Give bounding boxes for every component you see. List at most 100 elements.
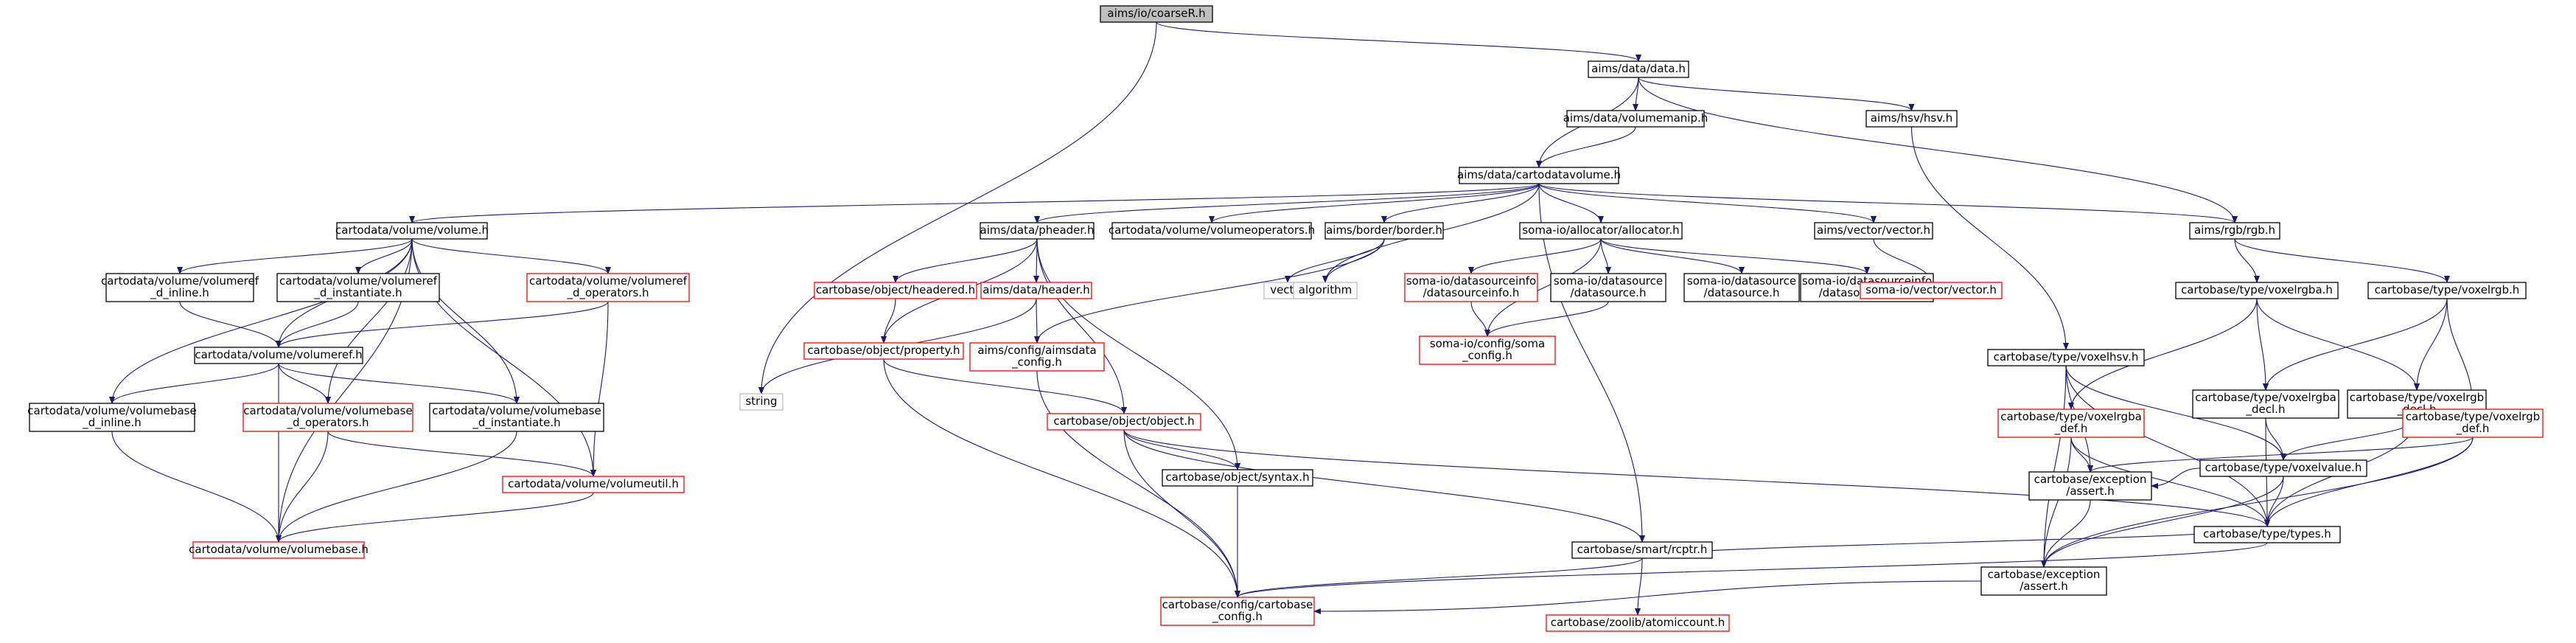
node-box	[814, 282, 977, 299]
node-aims-io-coarser-h[interactable]: aims/io/coarseR.h	[1100, 5, 1213, 23]
edge-arrow	[1600, 238, 1745, 274]
node-cartodata-volume-volumebase-d-instantiate-h[interactable]: cartodata/volume/volumebase_d_instantiat…	[429, 403, 604, 432]
node-cartobase-type-voxelvalue-h[interactable]: cartobase/type/voxelvalue.h	[2199, 459, 2367, 477]
node-cartodata-volume-volumebase-d-operators-h[interactable]: cartodata/volume/volumebase_d_operators.…	[242, 403, 413, 432]
node-aims-config-aimsdata-config-h[interactable]: aims/config/aimsdata_config.h	[969, 342, 1105, 372]
node-aims-data-header-h[interactable]: aims/data/header.h	[980, 282, 1092, 299]
node-label: aims/config/aimsdata	[977, 344, 1096, 357]
node-cartobase-zoolib-atomiccount-h[interactable]: cartobase/zoolib/atomiccount.h	[1546, 614, 1730, 632]
node-cartobase-object-headered-h[interactable]: cartobase/object/headered.h	[814, 282, 977, 299]
node-cartodata-volume-volumeoperators-h[interactable]: cartodata/volume/volumeoperators.h	[1109, 222, 1315, 240]
node-aims-data-pheader-h[interactable]: aims/data/pheader.h	[980, 222, 1095, 240]
edge-voxelhsv-to-exc_assert_b	[2041, 365, 2067, 568]
node-box	[192, 541, 365, 559]
edge-coarseR-to-string	[758, 21, 1157, 395]
node-soma-io-datasourceinfo-datasourceinfo-h[interactable]: soma-io/datasourceinfo/datasourceinfo.h	[1404, 273, 1538, 302]
node-aims-data-data-h[interactable]: aims/data/data.h	[1588, 60, 1689, 78]
node-label: _d_inline.h	[150, 286, 209, 300]
node-cartodata-volume-volumeref-d-operators-h[interactable]: cartodata/volume/volumeref_d_operators.h	[526, 273, 690, 302]
edge-arrow	[1639, 526, 2268, 559]
edge-arrow	[2265, 417, 2286, 461]
node-cartobase-object-syntax-h[interactable]: cartobase/object/syntax.h	[1162, 469, 1313, 487]
edge-arrow	[2041, 499, 2091, 568]
node-cartobase-type-voxelrgba-decl-h[interactable]: cartobase/type/voxelrgba_decl.h	[2192, 389, 2339, 419]
node-cartobase-type-voxelrgb-def-h[interactable]: cartobase/type/voxelrgb_def.h	[2402, 409, 2544, 438]
edge-voxelrgba_decl-to-voxelvalue	[2265, 417, 2286, 461]
edge-arrow	[411, 238, 611, 274]
node-box	[1546, 614, 1730, 632]
node-aims-hsv-hsv-h[interactable]: aims/hsv/hsv.h	[1865, 110, 1958, 128]
node-soma-io-datasource-datasource-h[interactable]: soma-io/datasource/datasource.h	[1550, 273, 1666, 302]
edge-arrow	[1235, 557, 1643, 598]
node-box	[1997, 409, 2145, 438]
edge-voxelrgba-to-voxelrgba_def	[2068, 298, 2258, 410]
node-label: cartobase/object/property.h	[807, 344, 960, 357]
node-label: _d_instantiate.h	[313, 286, 402, 300]
node-cartodata-volume-volumeref-d-instantiate-h[interactable]: cartodata/volume/volumeref_d_instantiate…	[276, 273, 440, 302]
node-box	[1987, 349, 2145, 366]
node-cartobase-type-voxelrgba-def-h[interactable]: cartobase/type/voxelrgba_def.h	[1997, 409, 2145, 438]
node-aims-vector-vector-h[interactable]: aims/vector/vector.h	[1814, 222, 1933, 240]
node-aims-rgb-rgb-h[interactable]: aims/rgb/rgb.h	[2189, 222, 2280, 240]
node-string: string	[739, 393, 783, 411]
edge-arrow	[276, 301, 359, 348]
edge-rgb-to-voxelrgba	[2234, 238, 2260, 283]
node-cartodata-volume-volumebase-h[interactable]: cartodata/volume/volumebase.h	[189, 541, 369, 559]
node-cartobase-config-cartobase-config-h[interactable]: cartobase/config/cartobase_config.h	[1160, 597, 1315, 626]
node-cartobase-exception-assert-h[interactable]: cartobase/exception/assert.h	[2028, 471, 2152, 501]
edge-arrow	[1538, 183, 1604, 223]
node-label: _def.h	[2456, 422, 2490, 436]
edge-volumeref_inline-to-volumeref	[179, 301, 282, 348]
node-cartodata-volume-volumebase-d-inline-h[interactable]: cartodata/volume/volumebase_d_inline.h	[27, 403, 197, 432]
node-label: soma-io/vector/vector.h	[1865, 283, 1997, 296]
node-soma-io-allocator-allocator-h[interactable]: soma-io/allocator/allocator.h	[1519, 222, 1683, 240]
node-cartodata-volume-volumeref-d-inline-h[interactable]: cartodata/volume/volumeref_d_inline.h	[101, 273, 259, 302]
edge-arrow	[276, 301, 609, 348]
edge-cartodatavolume-to-vectorh	[1538, 183, 1877, 223]
edge-vb_inline-to-volumebase	[111, 431, 282, 543]
node-cartobase-smart-rcptr-h[interactable]: cartobase/smart/rcptr.h	[1571, 541, 1713, 559]
node-cartobase-type-voxelrgb-h[interactable]: cartobase/type/voxelrgb.h	[2367, 282, 2527, 299]
node-label: _config.h	[1011, 355, 1062, 369]
node-cartobase-exception-assert-h[interactable]: cartobase/exception/assert.h	[1980, 566, 2107, 596]
edge-volume-to-vb_inline	[109, 238, 413, 404]
edge-arrow	[276, 431, 329, 543]
edge-pheader-to-syntax	[1036, 238, 1240, 470]
node-aims-data-cartodatavolume-h[interactable]: aims/data/cartodatavolume.h	[1457, 167, 1621, 184]
node-label: algorithm	[1299, 283, 1352, 296]
node-soma-io-vector-vector-h[interactable]: soma-io/vector/vector.h	[1860, 282, 2003, 299]
node-label: _d_inline.h	[82, 416, 142, 430]
edge-object-to-types	[1123, 429, 2270, 527]
node-label: cartodata/volume/volume.h	[335, 223, 489, 237]
node-cartobase-type-types-h[interactable]: cartobase/type/types.h	[2193, 526, 2341, 543]
node-label: cartobase/exception	[1988, 568, 2101, 581]
node-cartobase-type-voxelrgba-h[interactable]: cartobase/type/voxelrgba.h	[2175, 282, 2339, 299]
node-cartobase-object-property-h[interactable]: cartobase/object/property.h	[803, 342, 964, 360]
node-cartodata-volume-volumeref-h[interactable]: cartodata/volume/volumeref.h	[194, 347, 363, 364]
node-label: aims/data/pheader.h	[980, 223, 1095, 237]
node-soma-io-config-soma-config-h[interactable]: soma-io/config/soma_config.h	[1419, 336, 1556, 365]
node-cartodata-volume-volume-h[interactable]: cartodata/volume/volume.h	[335, 222, 489, 240]
edge-data-to-hsv	[1638, 77, 1915, 111]
node-soma-io-datasource-datasource-h[interactable]: soma-io/datasource/datasource.h	[1683, 273, 1800, 302]
node-aims-border-border-h[interactable]: aims/border/border.h	[1324, 222, 1444, 240]
edge-arrow	[1470, 301, 1490, 337]
edge-types-to-cb_config	[1235, 542, 2268, 598]
node-label: aims/data/data.h	[1591, 62, 1686, 75]
node-box	[1566, 110, 1705, 128]
edge-arrow	[1484, 301, 1609, 337]
node-label: cartobase/object/syntax.h	[1165, 470, 1309, 484]
node-cartobase-object-object-h[interactable]: cartobase/object/object.h	[1047, 413, 1201, 431]
edge-arrow	[1209, 183, 1540, 223]
node-box	[739, 393, 783, 411]
node-aims-data-volumemanip-h[interactable]: aims/data/volumemanip.h	[1563, 110, 1708, 128]
edges-layer	[109, 21, 2476, 616]
edge-aimsdata_config-to-cb_config	[1036, 370, 1240, 598]
node-cartodata-volume-volumeutil-h[interactable]: cartodata/volume/volumeutil.h	[502, 476, 685, 493]
node-label: _d_instantiate.h	[472, 416, 560, 430]
edge-border-to-vector	[1285, 238, 1385, 283]
node-cartobase-type-voxelhsv-h[interactable]: cartobase/type/voxelhsv.h	[1987, 349, 2145, 366]
node-label: aims/hsv/hsv.h	[1871, 111, 1952, 125]
edge-dsi_inner-to-soma_config	[1470, 301, 1490, 337]
edge-exc_assert_a-to-exc_assert_b	[2041, 499, 2091, 568]
